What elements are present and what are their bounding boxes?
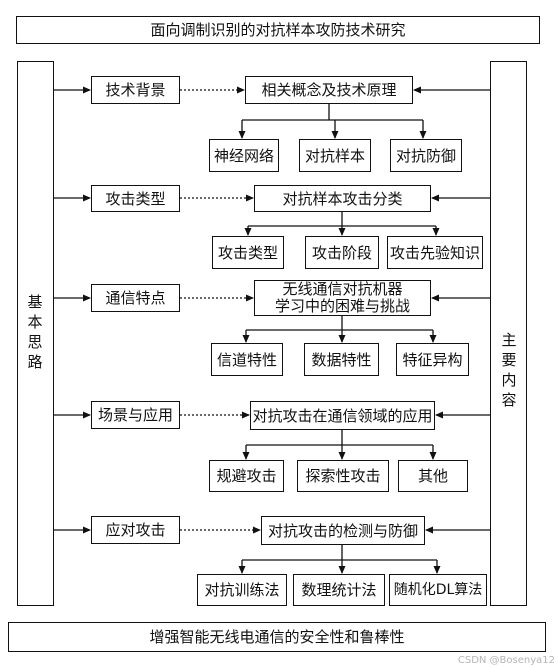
- diagram-title: 面向调制识别的对抗样本攻防技术研究: [16, 16, 540, 44]
- section-2-child-3: 攻击先验知识: [387, 236, 483, 269]
- section-5-child-3: 随机化DL算法: [389, 574, 487, 606]
- section-2-child-2-text: 攻击阶段: [311, 243, 372, 262]
- section-2-child-2: 攻击阶段: [305, 236, 379, 269]
- section-5-left-text: 应对攻击: [105, 521, 166, 539]
- right-column-label: 主要内容: [501, 331, 517, 409]
- section-2-left-box: 攻击类型: [91, 185, 180, 212]
- section-2-child-1: 攻击类型: [212, 236, 284, 269]
- section-5-center-box: 对抗攻击的检测与防御: [261, 516, 425, 545]
- section-5-child-3-text: 随机化DL算法: [393, 582, 483, 598]
- section-3-child-3: 特征异构: [396, 343, 469, 376]
- section-2-child-1-text: 攻击类型: [217, 243, 278, 262]
- section-4-child-3: 其他: [398, 460, 468, 492]
- section-5-left-box: 应对攻击: [91, 516, 180, 544]
- left-column-label: 基本思路: [27, 293, 43, 371]
- section-4-left-text: 场景与应用: [97, 406, 173, 424]
- section-1-child-1: 神经网络: [209, 139, 279, 172]
- section-3-center-box: 无线通信对抗机器 学习中的困难与挑战: [254, 280, 431, 316]
- section-5-child-2: 数理统计法: [293, 574, 385, 606]
- section-3-left-box: 通信特点: [91, 284, 180, 312]
- section-1-left-box: 技术背景: [91, 76, 180, 104]
- section-3-center-line-1: 无线通信对抗机器: [282, 280, 403, 298]
- section-4-child-2-text: 探索性攻击: [305, 467, 381, 485]
- section-4-center-box: 对抗攻击在通信领域的应用: [250, 401, 435, 430]
- right-column: [490, 61, 527, 606]
- section-1-child-2: 对抗样本: [299, 139, 371, 172]
- section-4-child-1-text: 规避攻击: [216, 467, 277, 485]
- watermark: CSDN @Bosenya12: [457, 655, 555, 666]
- section-5-child-2-text: 数理统计法: [301, 581, 377, 599]
- section-3-child-2-text: 数据特性: [311, 350, 372, 369]
- section-2-center-box: 对抗样本攻击分类: [254, 185, 431, 212]
- section-3-left-text: 通信特点: [105, 289, 166, 307]
- section-5-child-1: 对抗训练法: [197, 574, 287, 606]
- section-5-child-1-text: 对抗训练法: [204, 581, 280, 599]
- section-1-child-1-text: 神经网络: [213, 146, 274, 165]
- left-column: [17, 61, 54, 606]
- goal-text: 增强智能无线电通信的安全性和鲁棒性: [149, 628, 405, 646]
- diagram-title-text: 面向调制识别的对抗样本攻防技术研究: [150, 21, 406, 39]
- section-3-child-1: 信道特性: [211, 343, 283, 376]
- section-1-center-text: 相关概念及技术原理: [261, 81, 397, 99]
- section-1-child-3-text: 对抗防御: [395, 146, 456, 165]
- section-3-child-1-text: 信道特性: [216, 350, 277, 369]
- goal-box: 增强智能无线电通信的安全性和鲁棒性: [8, 622, 546, 652]
- section-1-child-2-text: 对抗样本: [304, 146, 365, 165]
- section-3-child-3-text: 特征异构: [402, 350, 463, 369]
- section-4-child-1: 规避攻击: [209, 460, 284, 492]
- section-1-center-box: 相关概念及技术原理: [245, 76, 413, 104]
- section-4-center-text: 对抗攻击在通信领域的应用: [252, 406, 433, 425]
- section-4-left-box: 场景与应用: [91, 401, 180, 429]
- section-1-left-text: 技术背景: [105, 81, 166, 99]
- section-5-center-text: 对抗攻击的检测与防御: [267, 521, 418, 540]
- section-1-child-3: 对抗防御: [390, 139, 462, 172]
- section-4-child-2: 探索性攻击: [297, 460, 389, 492]
- section-3-center-line-2: 学习中的困难与挑战: [274, 297, 410, 315]
- section-3-child-2: 数据特性: [304, 343, 379, 376]
- section-4-child-3-text: 其他: [417, 467, 448, 485]
- section-2-child-3-text: 攻击先验知识: [389, 243, 480, 262]
- section-2-center-text: 对抗样本攻击分类: [282, 189, 403, 208]
- section-2-left-text: 攻击类型: [105, 189, 166, 208]
